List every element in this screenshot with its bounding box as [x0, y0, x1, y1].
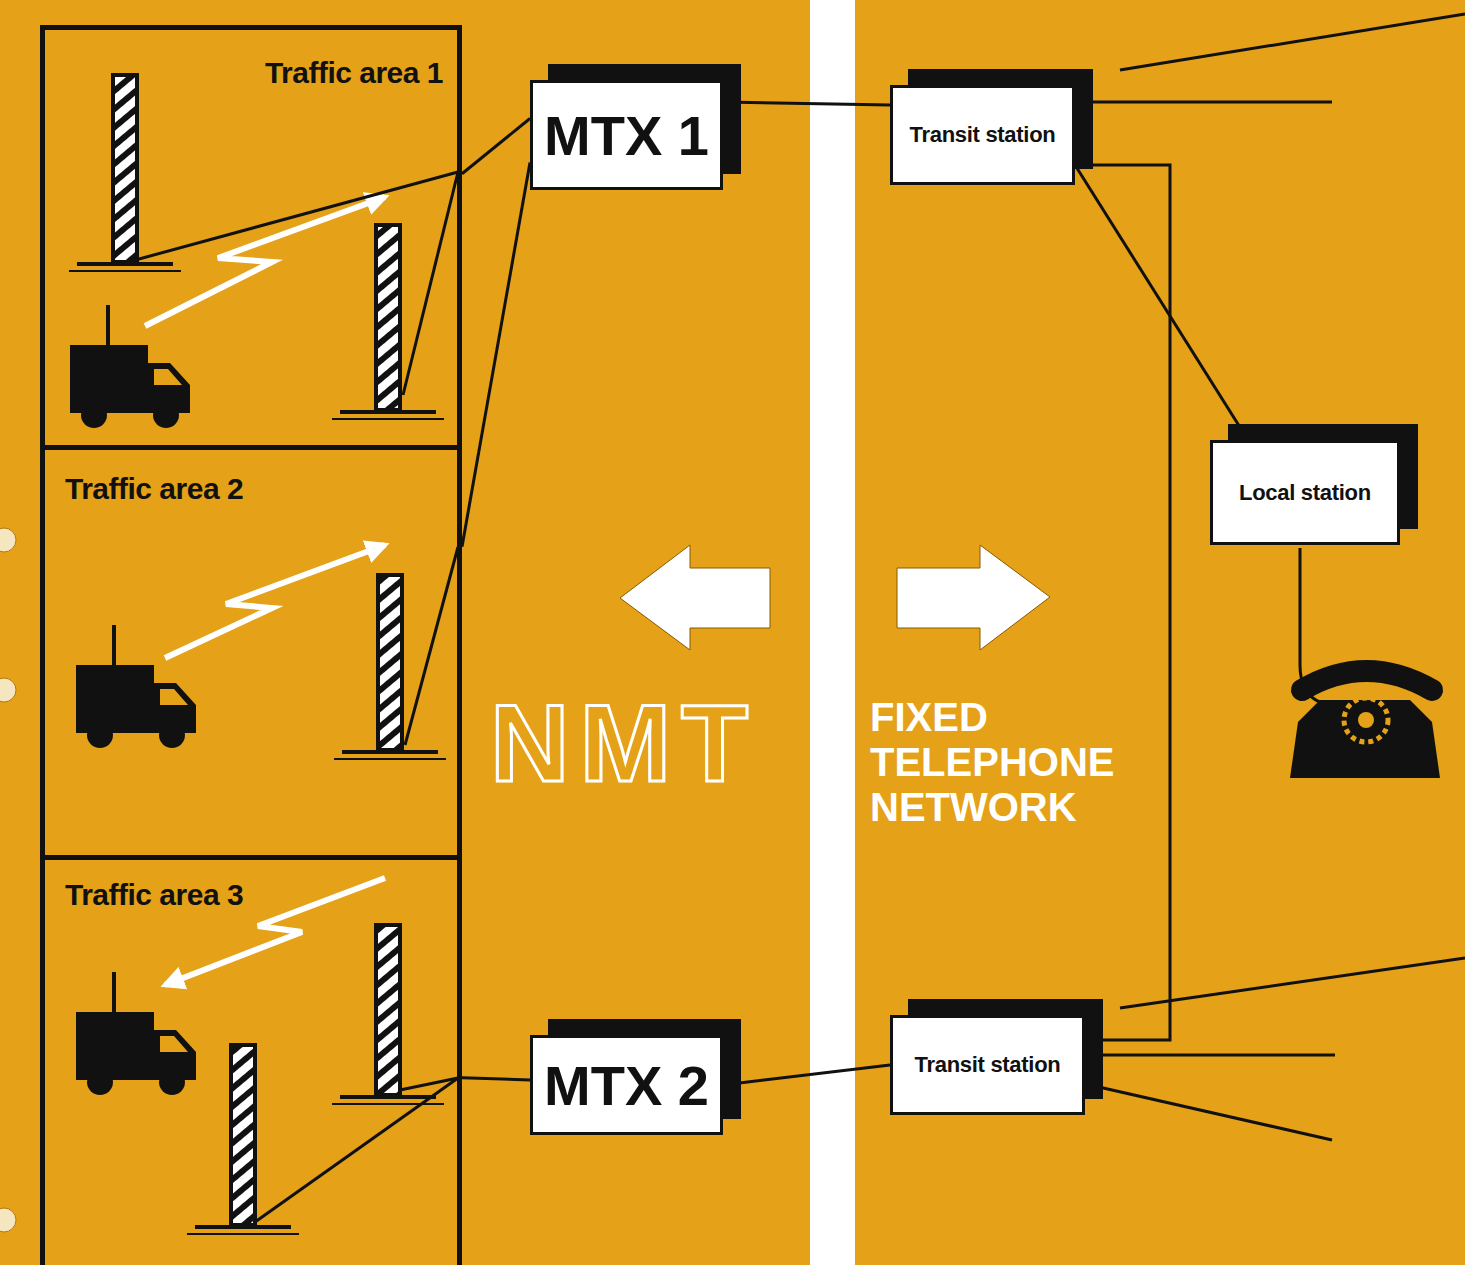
system-name: NMT [490, 688, 758, 798]
connector [1075, 165, 1170, 1040]
connector [723, 1065, 890, 1085]
station-box: Local station [1210, 440, 1400, 545]
connector [462, 119, 530, 174]
box-label: Transit station [915, 1052, 1061, 1078]
telephone [1290, 548, 1440, 778]
radio-link [145, 197, 385, 985]
traffic-area: Traffic area 1 [40, 25, 462, 450]
connector [462, 163, 530, 547]
radio-tower [334, 575, 446, 759]
arrow-left [620, 545, 770, 650]
trunk-lines [1085, 14, 1465, 1140]
radio-tower [69, 75, 181, 271]
box-label: MTX 1 [544, 103, 709, 168]
station-box: Transit station [890, 1015, 1085, 1115]
tower-wire [128, 172, 458, 1222]
connector [462, 1078, 530, 1080]
punch-holes [0, 528, 16, 1232]
radio-tower [187, 1045, 299, 1234]
network-name: FIXED TELEPHONE NETWORK [870, 695, 1150, 829]
arrow-right [897, 545, 1050, 650]
traffic-area: Traffic area 3 [40, 855, 462, 1265]
vehicle [76, 972, 196, 1095]
connector [1075, 165, 1248, 440]
vehicle [70, 305, 190, 428]
area-heading: Traffic area 1 [265, 56, 443, 90]
vehicle [76, 625, 196, 748]
connector [723, 102, 890, 105]
box-label: Local station [1239, 480, 1371, 506]
area-heading: Traffic area 3 [65, 878, 243, 912]
radio-towers [69, 75, 446, 1234]
station-box: Transit station [890, 85, 1075, 185]
traffic-area: Traffic area 2 [40, 445, 462, 860]
exchange-box: MTX 2 [530, 1035, 723, 1135]
box-label: Transit station [910, 122, 1056, 148]
radio-tower [332, 225, 444, 419]
area-heading: Traffic area 2 [65, 472, 243, 506]
exchange-box: MTX 1 [530, 80, 723, 190]
radio-tower [332, 925, 444, 1104]
box-label: MTX 2 [544, 1053, 709, 1118]
